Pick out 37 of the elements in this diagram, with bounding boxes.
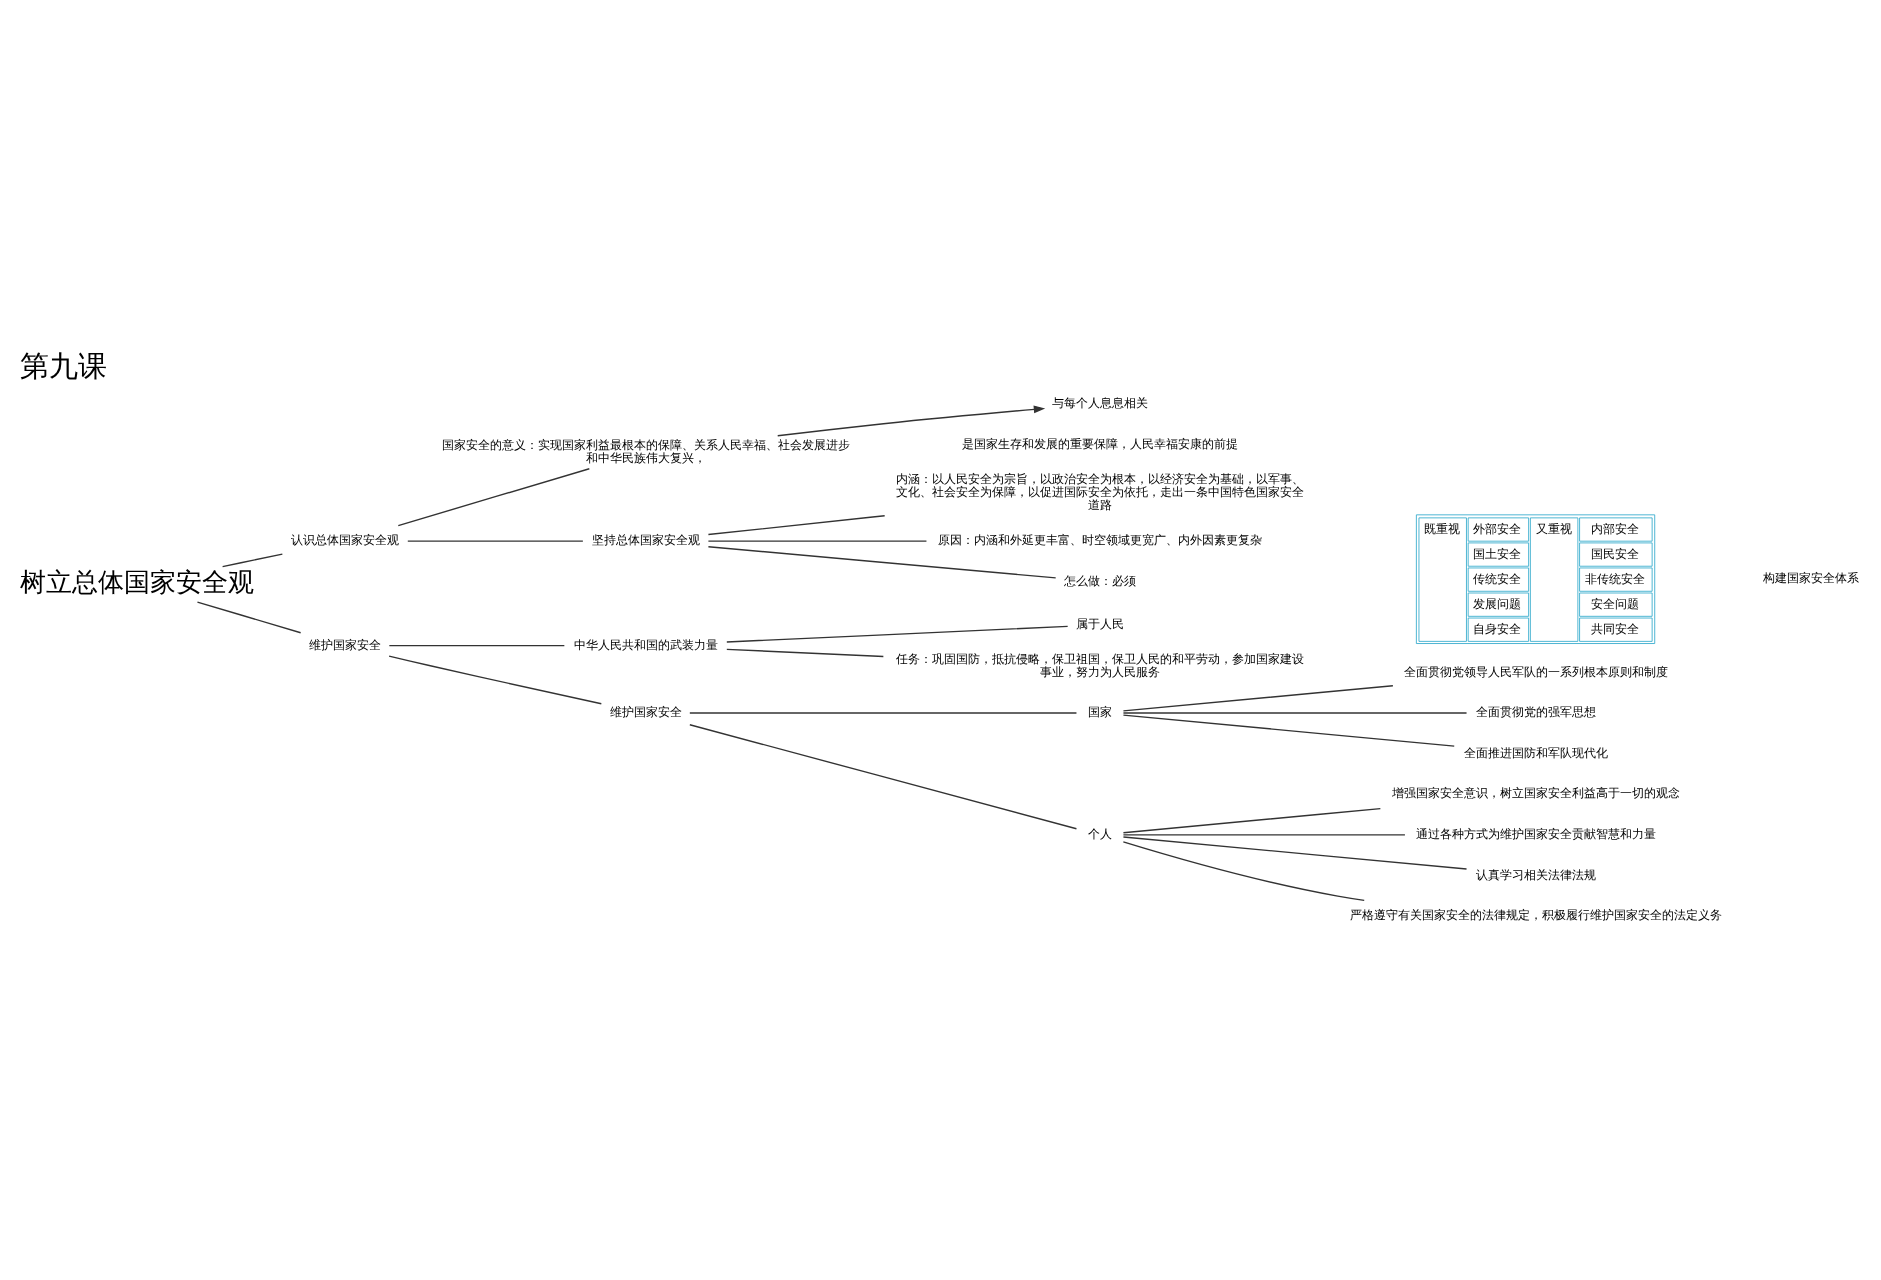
node-text: 认识总体国家安全观	[291, 532, 400, 547]
node-text: 通过各种方式为维护国家安全贡献智慧和力量	[1415, 826, 1656, 841]
node-text: 维护国家安全	[309, 637, 382, 652]
node-text: 国家安全的意义：实现国家利益最根本的保障、关系人民幸福、社会发展进步和中华民族伟大复兴，	[441, 437, 850, 465]
node-text: 树立总体国家安全观	[19, 566, 254, 597]
node-text: 全面贯彻党领导人民军队的一系列根本原则和制度	[1403, 664, 1668, 679]
label: 国民安全	[1590, 546, 1639, 561]
label: 又重视	[1535, 521, 1572, 536]
node-text: 与每个人息息相关	[1051, 395, 1148, 410]
node-text: 认真学习相关法律法规	[1475, 867, 1596, 882]
label: 内部安全	[1590, 521, 1639, 536]
label: 构建国家安全体系	[1763, 570, 1860, 585]
label: 外部安全	[1473, 521, 1522, 536]
node-text: 属于人民	[1075, 616, 1124, 631]
label: 传统安全	[1473, 571, 1522, 586]
node-text: 怎么做：必须	[1063, 573, 1136, 588]
label: 非传统安全	[1584, 571, 1645, 586]
node-label: 是国家生存和发展的重要保障，人民幸福安康的前提	[961, 436, 1238, 451]
label: 安全问题	[1590, 596, 1639, 611]
label: 自身安全	[1473, 621, 1522, 636]
node-text: 任务：巩固国防，抵抗侵略，保卫祖国，保卫人民的和平劳动，参加国家建设事业，努力为人民服务	[895, 651, 1304, 679]
node-text: 增强国家安全意识，树立国家安全利益高于一切的观念	[1391, 785, 1680, 800]
label: 发展问题	[1473, 596, 1522, 611]
label: 共同安全	[1590, 621, 1639, 636]
node-text: 全面推进国防和军队现代化	[1463, 745, 1608, 760]
node-text: 国家	[1087, 704, 1112, 719]
label: 既重视	[1424, 521, 1461, 536]
label: 国土安全	[1473, 546, 1522, 561]
diagram-title: 第九课	[20, 348, 108, 383]
node-text: 个人	[1087, 826, 1112, 841]
node-text: 维护国家安全	[609, 704, 682, 719]
node-text: 严格遵守有关国家安全的法律规定，积极履行维护国家安全的法定义务	[1349, 907, 1722, 922]
node-text: 全面贯彻党的强军思想	[1475, 704, 1596, 719]
node-text: 中华人民共和国的武装力量	[573, 637, 718, 652]
node-text: 坚持总体国家安全观	[591, 532, 700, 547]
node-text: 原因：内涵和外延更丰富、时空领域更宽广、内外因素更复杂	[937, 532, 1262, 547]
node-text: 内涵：以人民安全为宗旨，以政治安全为根本，以经济安全为基础，以军事、文化、社会安全为保障，以促进国际安全为依托，走出一条中国特色国家安全道路	[895, 471, 1304, 512]
